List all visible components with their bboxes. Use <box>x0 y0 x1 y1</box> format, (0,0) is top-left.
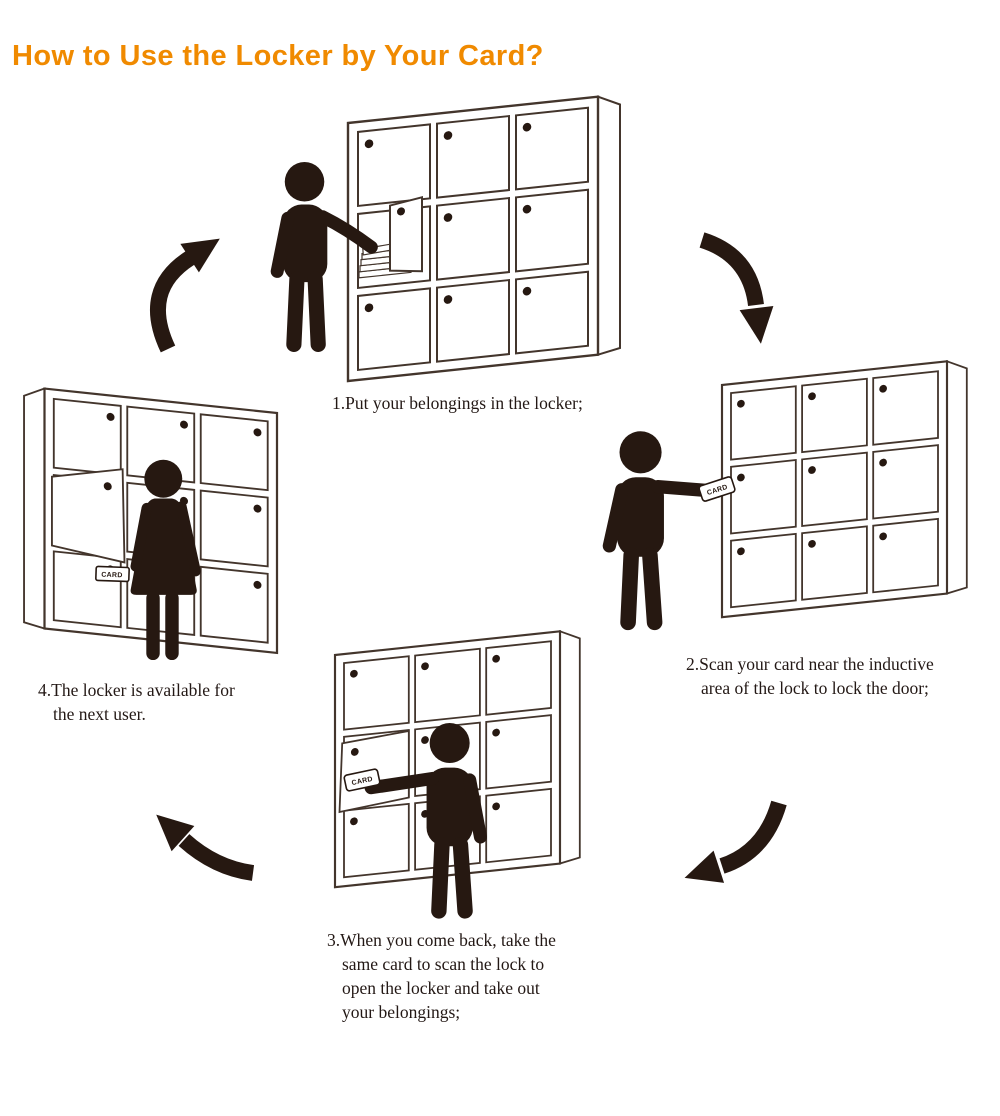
person-icon <box>270 162 378 352</box>
step1-open-door <box>354 195 434 293</box>
step4-open-door <box>49 468 126 564</box>
step2-scene: CARD <box>602 360 968 631</box>
page-title: How to Use the Locker by Your Card? <box>12 40 544 72</box>
lock-sensor-dot <box>397 207 405 216</box>
step2-locker-icon <box>720 360 968 619</box>
card-icon: CARD <box>698 476 736 502</box>
arrow-step1-to-step2-icon <box>699 232 778 346</box>
person-icon <box>602 431 724 631</box>
step3-scene: CARD <box>333 630 581 919</box>
step-2-caption: 2.Scan your card near the inductive area… <box>686 654 934 699</box>
step-4-caption: 4.The locker is available for the next u… <box>38 680 235 725</box>
arm-reaching-locker <box>316 210 378 254</box>
lock-sensor-dot <box>350 748 359 756</box>
door-panel-icon <box>51 468 126 564</box>
step-3-caption: 3.When you come back, take the same card… <box>327 930 556 1023</box>
woman-icon <box>130 459 201 661</box>
arm-holding-card <box>364 771 440 795</box>
card-icon: CARD <box>95 565 130 583</box>
person-icon <box>364 723 488 919</box>
card-label: CARD <box>351 776 373 787</box>
arrow-step3-to-step4-icon <box>144 801 255 881</box>
door-panel-icon <box>389 195 423 273</box>
card-label: CARD <box>101 572 123 580</box>
lock-sensor-dot <box>103 482 112 491</box>
step4-scene: CARD <box>22 387 279 661</box>
card-body <box>343 768 381 792</box>
step-1-caption: 1.Put your belongings in the locker; <box>332 393 583 413</box>
card-body <box>698 476 736 502</box>
card-body <box>95 565 130 583</box>
arrow-step2-to-step3-icon <box>679 800 787 895</box>
card-icon: CARD <box>343 768 381 792</box>
step1-scene <box>270 95 622 383</box>
arrow-step4-to-step1-icon <box>149 224 230 353</box>
